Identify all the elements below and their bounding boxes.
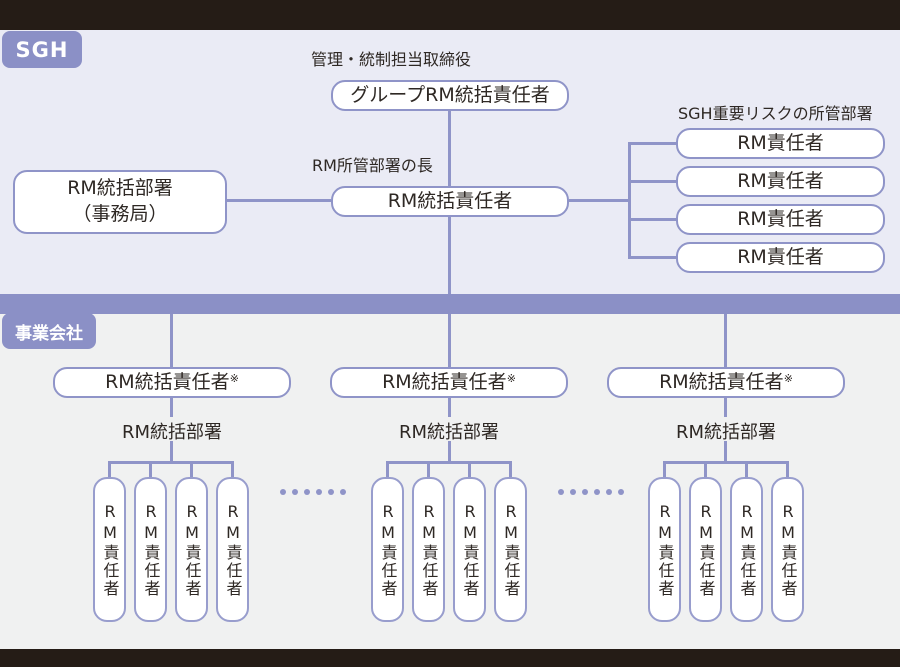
connector (628, 255, 676, 259)
node-rm-manager-4: RM責任者 (676, 242, 885, 273)
connector (108, 461, 234, 464)
connector (190, 461, 193, 478)
pill-rm-manager-g1-4: RM責任者 (216, 477, 249, 622)
connector (227, 199, 331, 202)
connector (745, 461, 748, 478)
pill-rm-manager-g3-4: RM責任者 (771, 477, 804, 622)
pill-rm-manager-g1-1: RM責任者 (93, 477, 126, 622)
connector (448, 441, 451, 463)
node-group-rm-manager: グループRM統括責任者 (331, 80, 569, 111)
connector (448, 398, 451, 417)
continuation-dots-icon (558, 489, 624, 495)
director-label: 管理・統制担当取締役 (311, 50, 472, 69)
pill-rm-manager-g2-1: RM責任者 (371, 477, 404, 622)
connector (427, 461, 430, 478)
connector (704, 461, 707, 478)
dept-label-3: RM統括部署 (675, 422, 777, 443)
connector (448, 314, 451, 367)
node-rm-office: RM統括部署 （事務局） (13, 170, 227, 234)
connector (724, 398, 727, 417)
node-business-supervisor-1: RM統括責任者※ (53, 367, 291, 398)
rm-office-line2: （事務局） (72, 203, 168, 225)
connector (663, 461, 789, 464)
dept-head-label: RM所管部署の長 (312, 156, 433, 175)
connector (149, 461, 152, 478)
connector (509, 461, 512, 478)
connector (448, 217, 451, 294)
connector (628, 179, 676, 183)
connector (628, 141, 631, 259)
node-rm-supervisor-sgh: RM統括責任者 (331, 186, 569, 217)
business-section-tab: 事業会社 (2, 313, 96, 349)
pill-rm-manager-g1-3: RM責任者 (175, 477, 208, 622)
node-rm-manager-3: RM責任者 (676, 204, 885, 235)
section-divider-bar (0, 294, 900, 314)
pill-rm-manager-g3-1: RM責任者 (648, 477, 681, 622)
connector (786, 461, 789, 478)
connector (663, 461, 666, 478)
connector (108, 461, 111, 478)
node-rm-manager-2: RM責任者 (676, 166, 885, 197)
dept-label-1: RM統括部署 (121, 422, 223, 443)
connector (386, 461, 389, 478)
connector (170, 398, 173, 417)
pill-rm-manager-g2-3: RM責任者 (453, 477, 486, 622)
pill-rm-manager-g3-3: RM責任者 (730, 477, 763, 622)
pill-rm-manager-g2-2: RM責任者 (412, 477, 445, 622)
pill-rm-manager-g2-4: RM責任者 (494, 477, 527, 622)
connector (468, 461, 471, 478)
top-frame-bar (0, 0, 900, 30)
connector (724, 441, 727, 463)
node-rm-manager-1: RM責任者 (676, 128, 885, 159)
node-business-supervisor-3: RM統括責任者※ (607, 367, 845, 398)
connector (628, 141, 676, 145)
dept-label-2: RM統括部署 (398, 422, 500, 443)
continuation-dots-icon (280, 489, 346, 495)
important-risk-label: SGH重要リスクの所管部署 (678, 104, 873, 123)
connector (231, 461, 234, 478)
connector (628, 217, 676, 221)
sgh-section-tab: SGH (2, 31, 82, 68)
pill-rm-manager-g3-2: RM責任者 (689, 477, 722, 622)
pill-rm-manager-g1-2: RM責任者 (134, 477, 167, 622)
connector (170, 314, 173, 367)
connector (386, 461, 512, 464)
connector (569, 199, 628, 202)
connector (448, 111, 451, 186)
node-business-supervisor-2: RM統括責任者※ (330, 367, 568, 398)
connector (170, 441, 173, 463)
connector (724, 314, 727, 367)
rm-office-line1: RM統括部署 (67, 177, 173, 200)
bottom-frame-bar (0, 649, 900, 667)
